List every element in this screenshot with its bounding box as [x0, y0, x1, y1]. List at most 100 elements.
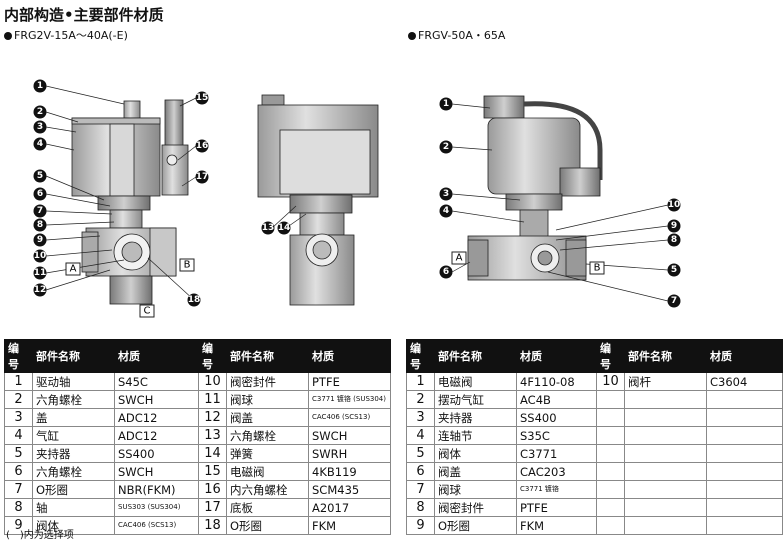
- cell-name: 阀球: [226, 390, 309, 409]
- left-callout-7: 7: [33, 204, 47, 218]
- cell-material: C3771 镀铬: [516, 480, 597, 499]
- cell-name: 阀体: [32, 516, 115, 535]
- svg-text:7: 7: [37, 206, 43, 216]
- left-callout-1: 1: [33, 79, 47, 93]
- cell-no: 4: [406, 426, 435, 445]
- cell-name: 六角螺栓: [226, 426, 309, 445]
- table-header-row: 编号 部件名称 材质 编号 部件名称 材质: [4, 339, 391, 373]
- cell-no: [596, 480, 625, 499]
- header-material: 材质: [114, 339, 199, 373]
- svg-text:7: 7: [671, 296, 677, 306]
- left-callout-15: 15: [195, 91, 209, 105]
- cell-material: SCM435: [308, 480, 391, 499]
- cell-no: 17: [198, 498, 227, 517]
- left-model-label: FRG2V-15A～40A(-E): [4, 27, 128, 43]
- svg-text:17: 17: [196, 172, 209, 182]
- header-name: 部件名称: [226, 339, 309, 373]
- cell-no: 12: [198, 408, 227, 427]
- cell-material: PTFE: [516, 498, 597, 517]
- svg-text:15: 15: [196, 93, 209, 103]
- cell-no: 4: [4, 426, 33, 445]
- cell-name: O形圈: [226, 516, 309, 535]
- left-callout-10: 10: [33, 249, 47, 263]
- cell-no: 3: [4, 408, 33, 427]
- left-callout-8: 8: [33, 218, 47, 232]
- cell-name: 连轴节: [434, 426, 517, 445]
- cell-name: 底板: [226, 498, 309, 517]
- svg-text:11: 11: [34, 268, 47, 278]
- cell-name: O形圈: [434, 516, 517, 535]
- header-material: 材质: [706, 339, 783, 373]
- svg-text:6: 6: [37, 189, 43, 199]
- cell-no: 1: [406, 372, 435, 391]
- cell-no: [596, 390, 625, 409]
- svg-text:2: 2: [443, 142, 449, 152]
- bullet-icon: [4, 32, 12, 40]
- cell-name: 阀盖: [226, 408, 309, 427]
- cell-no: [596, 498, 625, 517]
- side-view-drawing: [257, 94, 379, 306]
- svg-text:13: 13: [262, 223, 275, 233]
- cell-no: 2: [406, 390, 435, 409]
- cell-name: 阀球: [434, 480, 517, 499]
- svg-text:5: 5: [37, 171, 43, 181]
- cell-material: CAC406 (SCS13): [308, 408, 391, 427]
- left-callout-4: 4: [33, 137, 47, 151]
- cell-no: [596, 408, 625, 427]
- svg-text:6: 6: [443, 267, 449, 277]
- right-model-text: FRGV-50A・65A: [418, 29, 506, 42]
- svg-text:14: 14: [278, 223, 291, 233]
- cell-no: 8: [4, 498, 33, 517]
- footnote: ( )内为选择项: [6, 530, 74, 541]
- cell-no: 10: [596, 372, 625, 391]
- left-callout-6: 6: [33, 187, 47, 201]
- right-callout-6: 6: [439, 265, 453, 279]
- cell-name: 六角螺栓: [32, 390, 115, 409]
- cell-no: [596, 444, 625, 463]
- left-callout-16: 16: [195, 139, 209, 153]
- cell-material: SWCH: [114, 462, 199, 481]
- cell-material: [706, 516, 783, 535]
- cell-material: C3771: [516, 444, 597, 463]
- left-callout-17: 17: [195, 170, 209, 184]
- cell-material: [706, 444, 783, 463]
- side-callout-14: 14: [277, 221, 291, 235]
- cell-name: 驱动轴: [32, 372, 115, 391]
- cell-name: 电磁阀: [226, 462, 309, 481]
- cell-no: 15: [198, 462, 227, 481]
- svg-text:10: 10: [668, 200, 681, 210]
- cell-material: SS400: [516, 408, 597, 427]
- svg-text:18: 18: [188, 295, 201, 305]
- cell-name: 内六角螺栓: [226, 480, 309, 499]
- cell-material: 4KB119: [308, 462, 391, 481]
- cell-name: [624, 462, 707, 481]
- right-callout-4: 4: [439, 204, 453, 218]
- header-material: 材质: [308, 339, 391, 373]
- right-valve-drawing: [467, 95, 603, 281]
- left-callout-18: 18: [187, 293, 201, 307]
- cell-name: O形圈: [32, 480, 115, 499]
- cell-material: SWRH: [308, 444, 391, 463]
- leader-lines: [45, 85, 669, 302]
- cell-material: FKM: [516, 516, 597, 535]
- table-header-row: 编号 部件名称 材质 编号 部件名称 材质: [406, 339, 783, 373]
- cell-material: ADC12: [114, 426, 199, 445]
- left-callout-5: 5: [33, 169, 47, 183]
- cell-no: [596, 516, 625, 535]
- cell-material: S45C: [114, 372, 199, 391]
- cell-material: [706, 480, 783, 499]
